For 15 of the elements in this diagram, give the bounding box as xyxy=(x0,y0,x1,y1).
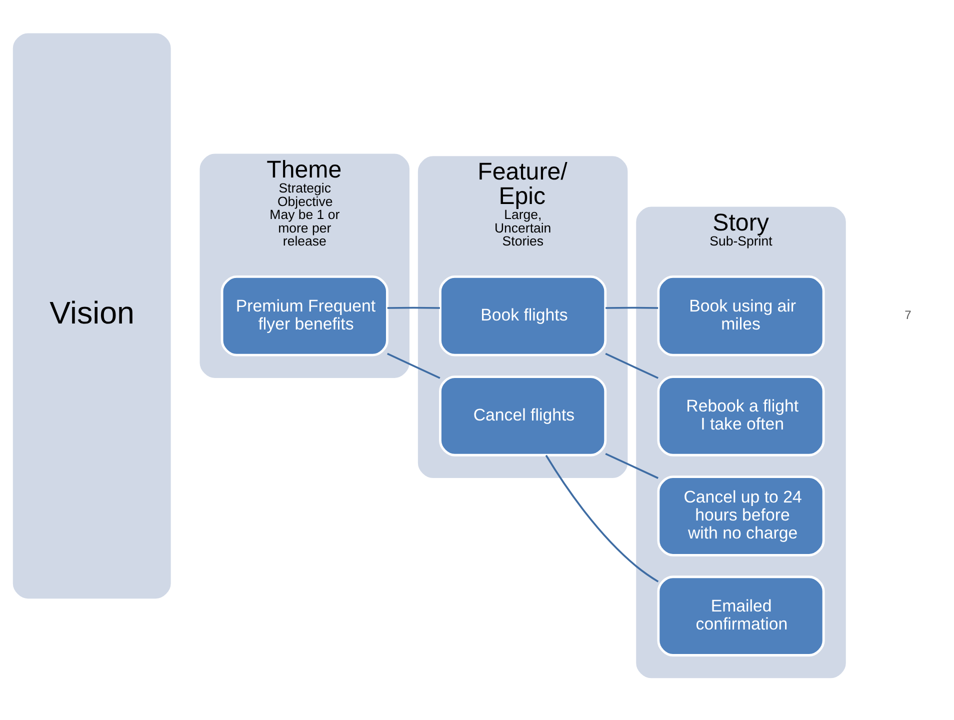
node-box: Rebook a flight I take often xyxy=(657,375,825,456)
connector xyxy=(387,306,440,308)
connector xyxy=(605,452,658,478)
connector xyxy=(605,352,658,378)
connector xyxy=(387,352,440,378)
label: 7 xyxy=(904,307,912,322)
node-box: Premium Frequent flyer benefits xyxy=(220,275,388,356)
connector xyxy=(606,306,658,308)
node-box: Vision xyxy=(12,32,171,598)
connector xyxy=(545,454,659,582)
node-box: Book using air miles xyxy=(657,275,825,356)
node-box: Emailed confirmation xyxy=(657,575,825,656)
node-box: Cancel up to 24 hours before with no charge xyxy=(657,475,825,556)
node-box: Cancel flights xyxy=(439,375,607,456)
node-box: Book flights xyxy=(439,275,607,356)
